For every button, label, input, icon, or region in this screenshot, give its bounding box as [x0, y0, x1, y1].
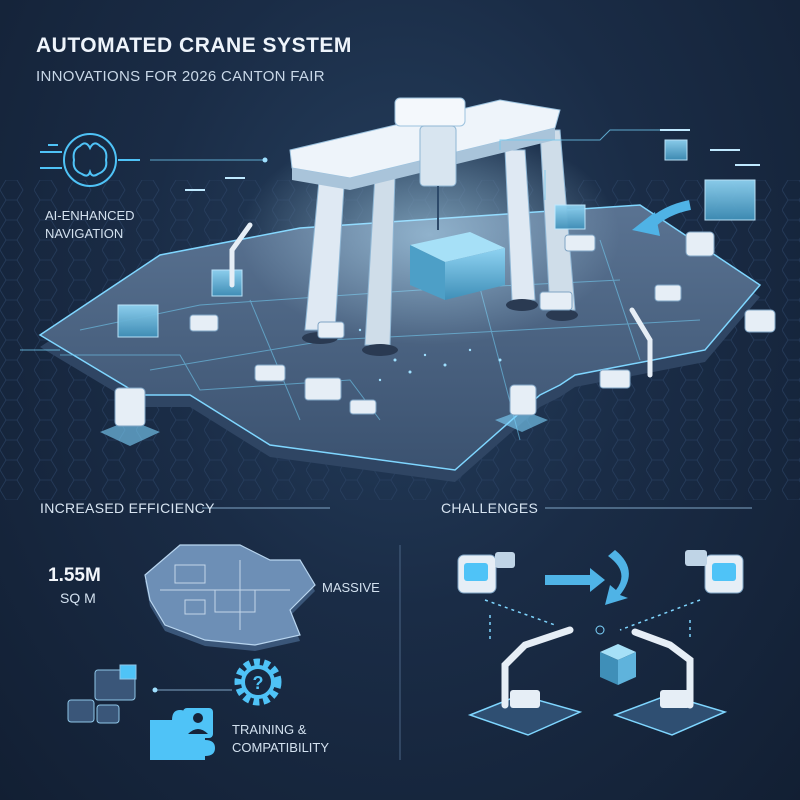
- agv-vehicle: [189, 231, 776, 415]
- area-unit: SQ M: [60, 590, 96, 606]
- page-subtitle: INNOVATIONS FOR 2026 CANTON FAIR: [36, 68, 325, 85]
- swap-arrows-icon: [545, 550, 629, 605]
- drone-icon: [185, 129, 760, 191]
- area-value: 1.55M: [48, 565, 101, 586]
- cargo-box: [117, 139, 756, 338]
- gantry-crane: [289, 97, 578, 356]
- machinery-icon: [67, 664, 137, 724]
- dotted-links: [484, 599, 701, 640]
- central-cargo-box: [410, 232, 505, 300]
- ai-navigation-label-line2: NAVIGATION: [45, 226, 124, 241]
- robot-arm-platform-left: [467, 626, 583, 736]
- robot-arm-platform-right: [612, 628, 728, 736]
- training-label-line2: COMPATIBILITY: [232, 740, 330, 755]
- svg-text:?: ?: [253, 673, 264, 693]
- training-label-line1: TRAINING &: [232, 722, 307, 737]
- robot-head-right: [685, 550, 744, 594]
- ai-navigation-label-line1: AI-ENHANCED: [45, 208, 135, 223]
- gear-question-icon: ?: [234, 658, 282, 706]
- efficiency-heading: INCREASED EFFICIENCY: [40, 500, 215, 516]
- robot-station: [100, 384, 548, 446]
- brain-circuit-icon: [40, 133, 140, 187]
- robotic-arm: [229, 222, 653, 378]
- challenge-cargo-box: [600, 644, 636, 685]
- robot-head-left: [457, 552, 515, 594]
- floor-plan-map: [144, 544, 316, 651]
- data-particles: [358, 328, 502, 382]
- scale-label: MASSIVE: [322, 580, 380, 595]
- page-title: AUTOMATED CRANE SYSTEM: [36, 34, 352, 57]
- person-icon: [183, 708, 213, 738]
- circuit-lines: [20, 129, 660, 351]
- challenges-heading: CHALLENGES: [441, 500, 539, 516]
